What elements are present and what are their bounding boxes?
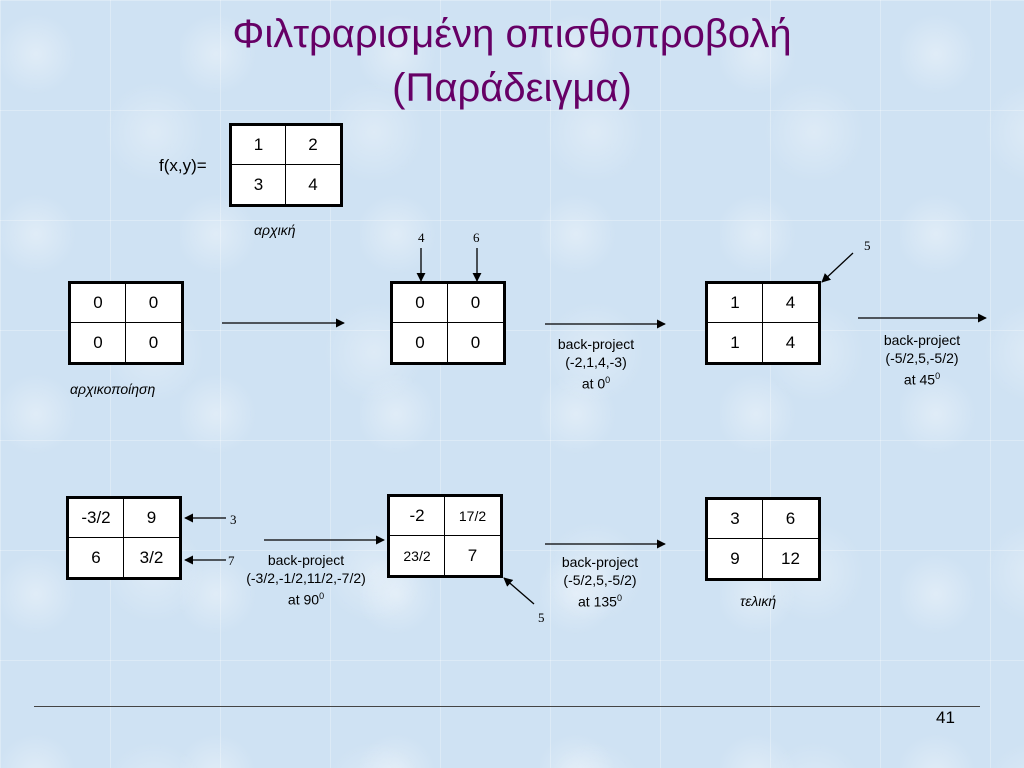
grid-cell: 4 [763,284,818,323]
grid-cell: 1 [232,126,286,165]
grid-cell: 0 [126,284,181,323]
grid-cell: 0 [393,284,448,323]
grid-cell: -2 [390,497,445,536]
final-caption: τελική [740,593,777,609]
projection-value-left: 4 [418,230,425,245]
grid-cell: 1 [708,323,763,362]
grid-cell: 9 [708,539,763,578]
grid-cell: 9 [124,499,179,538]
initial-caption: αρχική [254,222,296,238]
degree-sup: 0 [319,591,325,601]
grid-cell: -3/2 [69,499,124,538]
caption-line: at 00 [538,371,654,393]
footer-divider [34,706,980,707]
step135-caption: back-project (-5/2,5,-5/2) at 1350 [543,553,657,611]
grid-cell: 0 [71,284,126,323]
caption-text: at 135 [578,593,617,610]
step135-grid: -2 17/2 23/2 7 [387,494,503,578]
projection-value-right: 6 [473,230,480,245]
grid-cell: 6 [69,538,124,577]
caption-line: (-5/2,5,-5/2) [563,572,637,588]
grid-cell: 0 [448,284,503,323]
degree-sup: 0 [605,375,611,385]
caption-text: at 0 [581,375,606,392]
projection-arrow [821,252,854,283]
grid-cell: 0 [393,323,448,362]
step0-caption: back-project (-2,1,4,-3) at 00 [538,335,654,393]
caption-line: back-project [557,336,635,352]
caption-line: at 450 [862,367,982,389]
grid-cell: 1 [708,284,763,323]
grid-cell: 6 [763,500,818,539]
caption-line: (-3/2,-1/2,11/2,-7/2) [246,570,366,586]
step0-grid: 0 0 0 0 [390,281,506,365]
projection-value-bottom: 7 [228,553,235,568]
init-grid: 0 0 0 0 [68,281,184,365]
final-grid: 3 6 9 12 [705,497,821,581]
grid-cell: 0 [148,332,159,352]
init-caption: αρχικοποίηση [70,381,156,397]
projection-arrow [503,577,535,605]
projection-value-diag: 5 [864,238,871,253]
caption-line: (-5/2,5,-5/2) [885,350,959,366]
grid-cell: 3 [708,500,763,539]
grid-cell: 7 [467,545,478,565]
caption-text: at 45 [903,371,936,388]
step45-grid: 1 4 1 4 [705,281,821,365]
caption-line: (-2,1,4,-3) [565,354,627,370]
degree-sup: 0 [935,371,941,381]
step90-caption: back-project (-3/2,-1/2,11/2,-7/2) at 90… [231,551,381,609]
degree-sup: 0 [616,593,622,603]
initial-grid: 1 2 3 4 [229,123,343,207]
page-number: 41 [936,708,955,727]
grid-cell: 12 [781,548,800,568]
grid-cell: 17/2 [445,497,500,536]
grid-cell: 23/2 [390,536,445,575]
grid-cell: 0 [470,332,481,352]
caption-text: at 90 [287,591,320,608]
caption-line: back-project [883,332,961,348]
grid-cell: 0 [71,323,126,362]
grid-cell: 4 [308,174,318,194]
caption-line: at 900 [231,587,381,609]
step90-grid: -3/2 9 6 3/2 [66,496,182,580]
fxy-label: f(x,y)= [159,156,207,175]
projection-value-diag: 5 [538,610,545,625]
slide-title-line2: (Παράδειγμα) [392,66,632,110]
step45-caption: back-project (-5/2,5,-5/2) at 450 [862,331,982,389]
grid-cell: 3/2 [139,547,164,567]
projection-value-top: 3 [230,512,237,527]
caption-line: back-project [267,552,345,568]
grid-cell: 3 [232,165,286,204]
grid-cell: 4 [785,332,796,352]
caption-line: back-project [561,554,639,570]
slide-title-line1: Φιλτραρισμένη οπισθοπροβολή [232,12,792,56]
grid-cell: 2 [286,126,340,165]
caption-line: at 1350 [543,589,657,611]
